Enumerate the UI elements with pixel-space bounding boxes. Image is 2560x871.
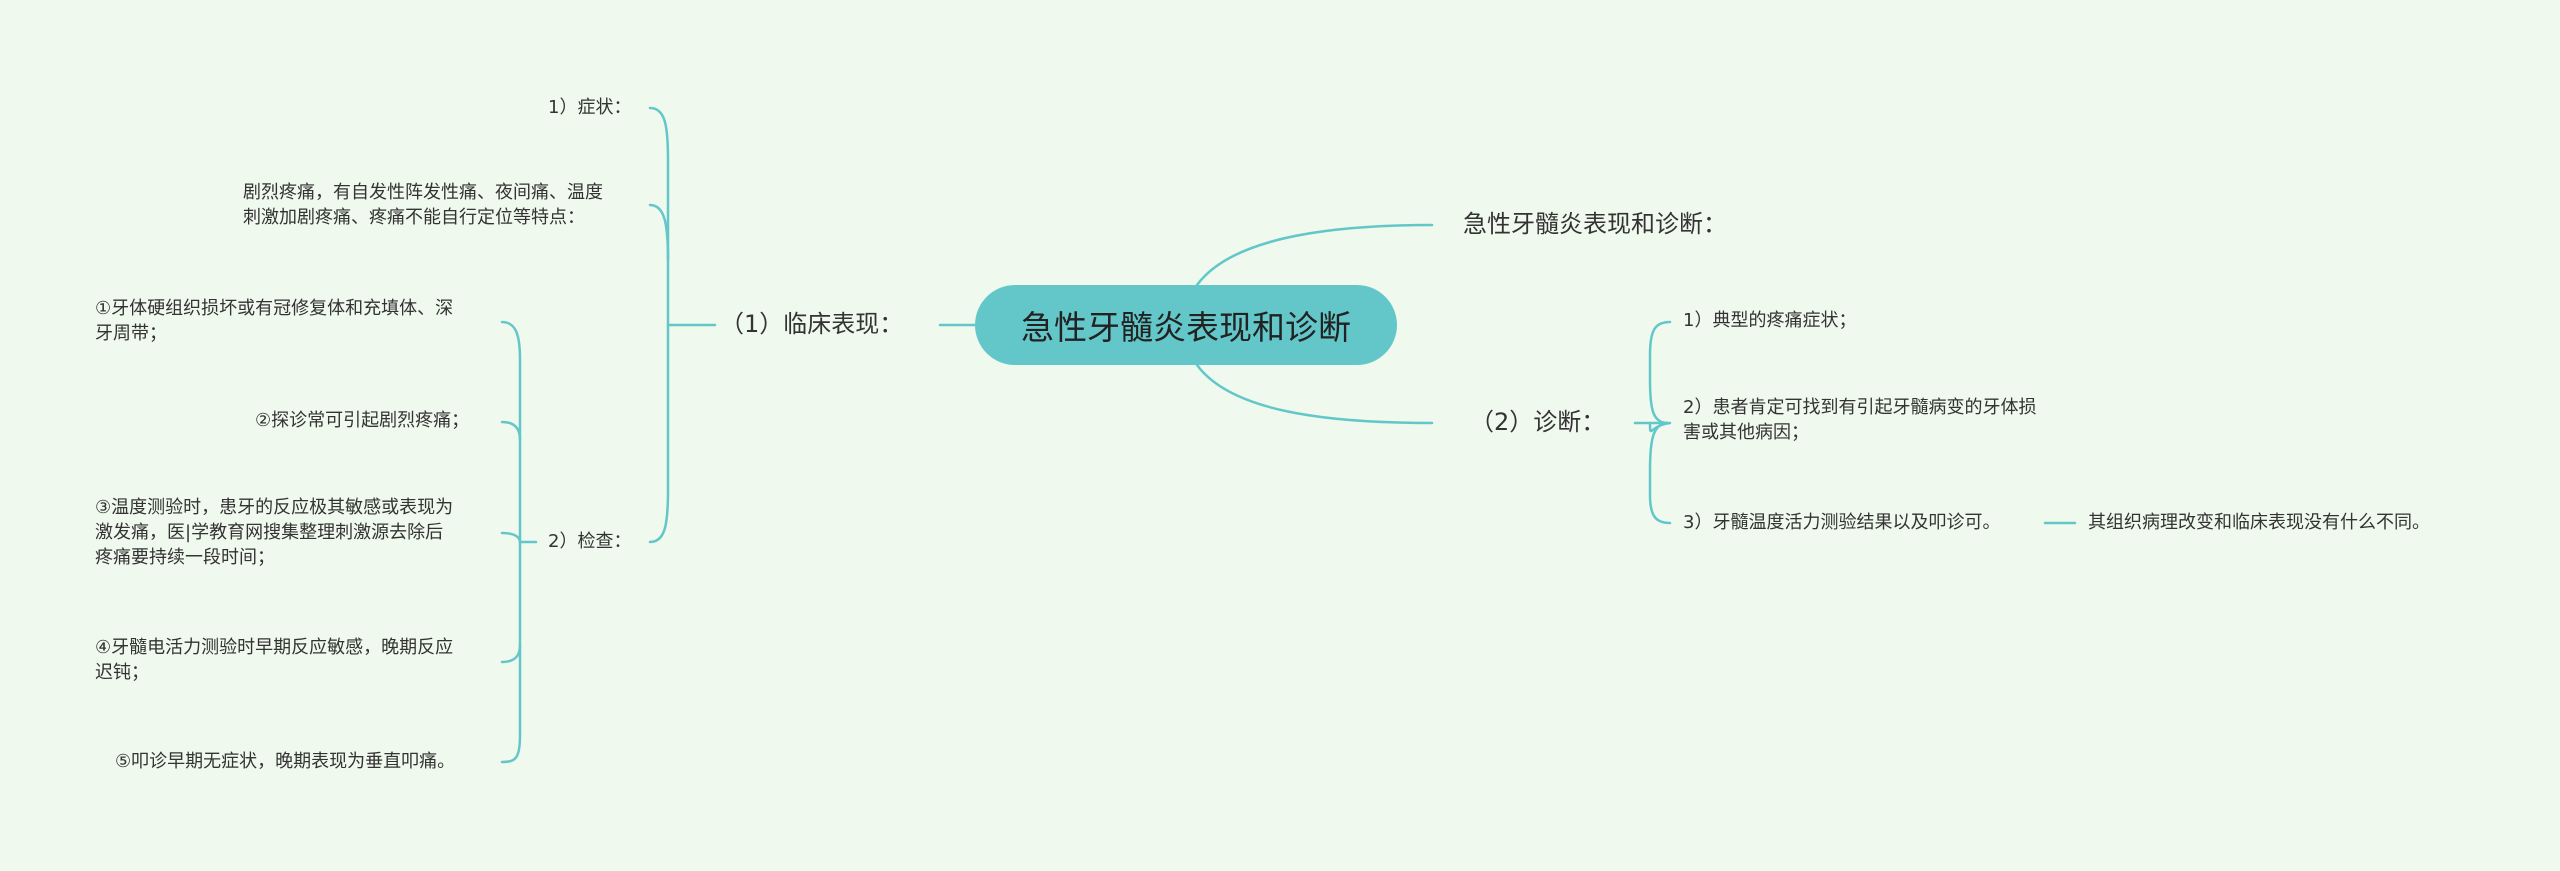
exam-item-line: ⑤叩诊早期无症状，晚期表现为垂直叩痛。 <box>115 751 456 772</box>
exam-item-4[interactable]: ④牙髓电活力测验时早期反应敏感，晚期反应 迟钝； <box>95 635 453 685</box>
link-root-title <box>1195 223 1434 287</box>
diagnosis-item-line: 1）典型的疼痛症状； <box>1683 310 1857 331</box>
exam-item-line: 牙周带； <box>95 323 167 345</box>
bracket-diagnosis-top <box>1648 320 1672 425</box>
symptoms-desc-line: 刺激加剧疼痛、疼痛不能自行定位等特点： <box>243 207 585 229</box>
bracket-exam-4 <box>500 643 522 664</box>
diagnosis-item-line: 3）牙髓温度活力测验结果以及叩诊可。 <box>1683 512 2001 533</box>
symptoms-desc-line: 剧烈疼痛，有自发性阵发性痛、夜间痛、温度 <box>243 182 603 203</box>
exam-item-3[interactable]: ③温度测验时，患牙的反应极其敏感或表现为 激发痛，医|学教育网搜集整理刺激源去除… <box>95 495 453 571</box>
exam-item-line: ③温度测验时，患牙的反应极其敏感或表现为 <box>95 497 454 518</box>
exam-item-line: ④牙髓电活力测验时早期反应敏感，晚期反应 <box>95 637 454 658</box>
bracket-diagnosis-bottom <box>1648 421 1672 525</box>
exam-item-line: ②探诊常可引起剧烈疼痛； <box>255 410 470 431</box>
diagnosis-item-line: 2）患者肯定可找到有引起牙髓病变的牙体损 <box>1683 397 2037 418</box>
diagnosis-node[interactable]: （2）诊断： <box>1470 408 1606 436</box>
diagnosis-note-node[interactable]: 其组织病理改变和临床表现没有什么不同。 <box>2088 512 2430 533</box>
right-title-node[interactable]: 急性牙髓炎表现和诊断： <box>1463 210 1727 238</box>
bracket-exam-3 <box>500 531 522 544</box>
exam-node[interactable]: 2）检查： <box>548 531 632 552</box>
root-node[interactable]: 急性牙髓炎表现和诊断 <box>975 285 1397 365</box>
bracket-clinical-mid <box>648 203 670 262</box>
exam-item-2[interactable]: ②探诊常可引起剧烈疼痛； <box>255 408 469 433</box>
exam-item-line: 疼痛要持续一段时间； <box>95 547 275 569</box>
exam-item-line: ①牙体硬组织损坏或有冠修复体和充填体、深 <box>95 298 454 319</box>
symptoms-desc-node[interactable]: 剧烈疼痛，有自发性阵发性痛、夜间痛、温度 刺激加剧疼痛、疼痛不能自行定位等特点： <box>243 180 603 230</box>
symptoms-node[interactable]: 1）症状： <box>548 97 632 118</box>
bracket-exam <box>500 320 522 764</box>
exam-item-line: 激发痛，医|学教育网搜集整理刺激源去除后 <box>95 522 444 544</box>
diagnosis-item-2[interactable]: 2）患者肯定可找到有引起牙髓病变的牙体损 害或其他病因； <box>1683 395 2036 445</box>
clinical-node[interactable]: （1）临床表现： <box>720 310 904 338</box>
diagnosis-item-line: 害或其他病因； <box>1683 422 1809 444</box>
exam-item-5[interactable]: ⑤叩诊早期无症状，晚期表现为垂直叩痛。 <box>115 749 455 774</box>
bracket-clinical <box>648 106 670 544</box>
diagnosis-item-3[interactable]: 3）牙髓温度活力测验结果以及叩诊可。 <box>1683 510 2000 535</box>
bracket-exam-2 <box>500 420 522 442</box>
link-root-diagnosis <box>1195 363 1434 425</box>
diagnosis-item-1[interactable]: 1）典型的疼痛症状； <box>1683 308 1856 333</box>
exam-item-line: 迟钝； <box>95 662 149 684</box>
exam-item-1[interactable]: ①牙体硬组织损坏或有冠修复体和充填体、深 牙周带； <box>95 296 453 346</box>
